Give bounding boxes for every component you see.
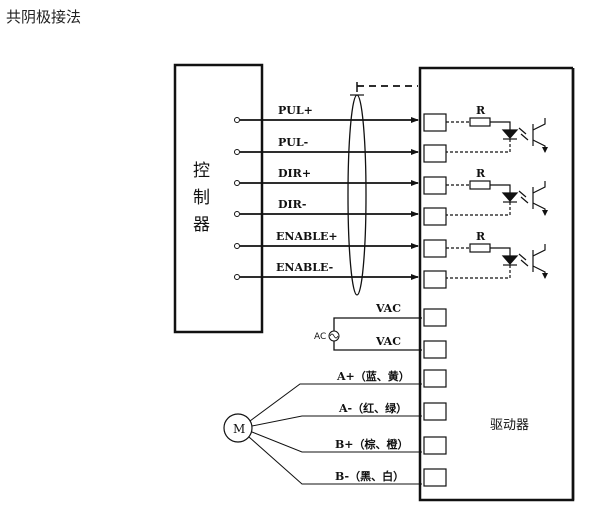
terminal-block [423, 113, 447, 132]
optocoupler-2 [446, 180, 548, 216]
motor-phase-label: B-（黑、白） [335, 469, 404, 483]
motor-wire [251, 431, 422, 453]
terminal-block [423, 468, 447, 487]
terminal-dot [234, 274, 240, 280]
controller-label-char: 控 [193, 161, 210, 181]
terminal-dot [234, 180, 240, 186]
motor-wire [249, 383, 422, 422]
motor-phase-label: B+（棕、橙） [335, 437, 409, 451]
terminal-dot [234, 149, 240, 155]
vac-label: VAC [375, 335, 401, 348]
terminal-block [423, 402, 447, 421]
optocoupler-1 [446, 117, 548, 153]
terminal-block [423, 144, 447, 163]
signal-label: PUL+ [278, 104, 313, 117]
optocoupler-3 [446, 243, 548, 279]
motor-wire [251, 415, 422, 427]
resistor-label: R [476, 104, 486, 117]
terminal-block [423, 340, 447, 359]
terminal-block [423, 436, 447, 455]
ac-source-label: AC [314, 332, 326, 342]
motor-phase-label: A+（蓝、黄） [336, 369, 410, 383]
signal-label: ENABLE+ [276, 230, 338, 243]
signal-label: DIR- [278, 198, 306, 211]
vac-wire [333, 317, 422, 331]
vac-label: VAC [375, 302, 401, 315]
terminal-dot [234, 211, 240, 217]
terminal-block [423, 176, 447, 195]
resistor-label: R [476, 167, 486, 180]
signal-label: ENABLE- [276, 261, 333, 274]
motor-phase-label: A-（红、绿） [338, 401, 407, 415]
terminal-block [423, 270, 447, 289]
controller-label-char: 器 [193, 215, 210, 235]
motor-label: M [233, 422, 245, 436]
terminal-dot [234, 117, 240, 123]
vac-wire [333, 341, 422, 351]
terminal-block [423, 239, 447, 258]
terminal-dot [234, 243, 240, 249]
terminal-block [423, 308, 447, 327]
signal-label: DIR+ [278, 167, 311, 180]
motor-icon [223, 413, 253, 443]
terminal-block [423, 207, 447, 226]
signal-group: PUL+ PUL- DIR+ DIR- ENABLE+ ENABLE- [234, 104, 419, 280]
driver-label: 驱动器 [490, 418, 529, 433]
driver-terminals [423, 113, 447, 487]
resistor-label: R [476, 230, 486, 243]
controller-label-char: 制 [193, 188, 210, 208]
terminal-block [423, 369, 447, 388]
cable-shield [347, 94, 367, 296]
controller-box [173, 63, 264, 334]
page-title: 共阴极接法 [6, 8, 82, 26]
motor-wire [248, 436, 422, 485]
signal-label: PUL- [278, 136, 308, 149]
